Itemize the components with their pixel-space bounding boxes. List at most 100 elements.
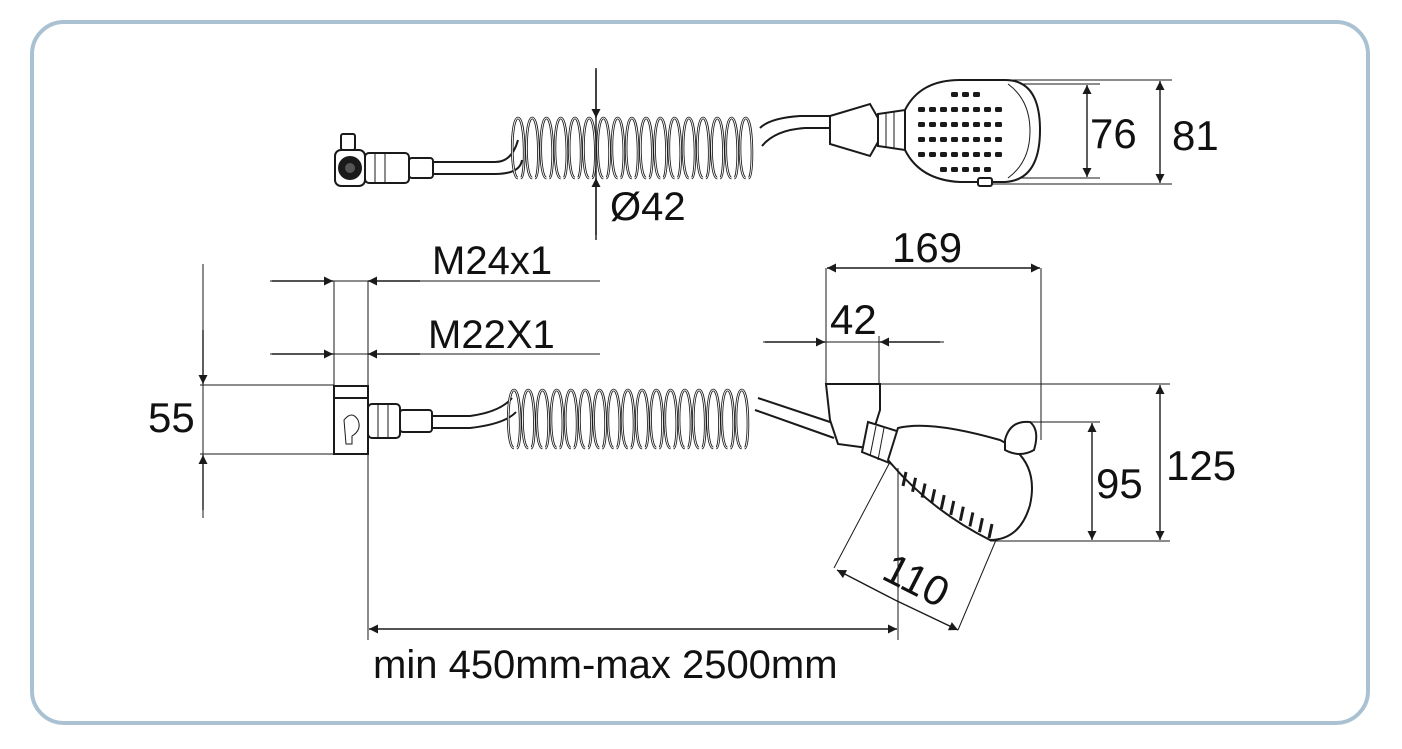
coil-loop-highlight xyxy=(650,389,663,449)
nozzle xyxy=(973,137,980,142)
coil-loop-highlight xyxy=(707,389,720,449)
nozzle xyxy=(995,107,1002,112)
coil-loop-highlight xyxy=(696,117,710,179)
nozzle xyxy=(962,167,969,172)
nozzle xyxy=(951,92,958,97)
nozzle xyxy=(962,152,969,157)
coil-loop-highlight xyxy=(522,389,535,449)
bottom-view: M24x1 M22X1 55 xyxy=(148,224,1236,687)
coil-loop-highlight xyxy=(554,117,568,179)
nozzle xyxy=(984,137,991,142)
nozzle xyxy=(973,167,980,172)
handle-width-label: 42 xyxy=(830,296,877,343)
coil-loop-highlight xyxy=(607,389,621,449)
nozzle xyxy=(920,483,927,498)
face-diameter-label: 110 xyxy=(876,544,957,616)
nozzle xyxy=(962,137,969,142)
coil-loop-highlight xyxy=(568,117,582,179)
elbow-height-label: 55 xyxy=(148,394,195,441)
head-width-label: 169 xyxy=(892,224,962,271)
nozzle xyxy=(995,152,1002,157)
inner-height-label: 76 xyxy=(1090,110,1137,157)
coil-loop-highlight xyxy=(526,117,539,179)
nozzle xyxy=(958,506,965,521)
thread-inner-label: M22X1 xyxy=(428,313,555,357)
coil-loop-highlight xyxy=(739,117,753,179)
coil-loop-highlight xyxy=(536,389,550,449)
total-height-label: 125 xyxy=(1166,442,1236,489)
coil-loop-highlight xyxy=(507,389,521,449)
nozzle xyxy=(939,494,946,510)
coil-loop-highlight xyxy=(668,117,682,179)
nozzle xyxy=(940,167,947,172)
coil-loop-highlight xyxy=(583,117,596,179)
nozzle xyxy=(984,107,991,112)
nozzle xyxy=(973,92,980,97)
nozzle xyxy=(984,122,991,127)
coil-loop-highlight xyxy=(597,117,611,179)
nozzle xyxy=(901,471,908,487)
coil-loop-highlight xyxy=(593,389,607,449)
nozzle xyxy=(995,137,1002,142)
top-view: Ø42 76 81 xyxy=(334,68,1219,240)
coil-loop-highlight xyxy=(511,117,525,179)
nozzle xyxy=(962,122,969,127)
coil-loop-highlight xyxy=(611,117,625,179)
diagram-frame xyxy=(30,20,1370,725)
nozzle xyxy=(984,167,991,172)
nozzle xyxy=(973,107,980,112)
nozzle xyxy=(918,107,925,112)
coiled-hose-icon xyxy=(511,116,754,180)
diameter-label: Ø42 xyxy=(610,185,686,229)
coil-loop-highlight xyxy=(621,389,635,449)
coil-loop-highlight xyxy=(654,117,667,179)
nozzle xyxy=(951,107,958,112)
nozzle xyxy=(977,517,984,533)
coil-loop-highlight xyxy=(635,389,649,449)
coil-loop-highlight xyxy=(735,389,749,449)
nozzle xyxy=(929,107,936,112)
coil-loop-highlight xyxy=(711,117,724,179)
coil-loop-highlight xyxy=(725,117,739,179)
outer-height-label: 81 xyxy=(1172,112,1219,159)
nozzle xyxy=(930,489,937,504)
nozzle xyxy=(968,512,975,527)
nozzle xyxy=(918,122,925,127)
nozzle xyxy=(962,92,969,97)
hand-shower-icon xyxy=(824,383,1038,542)
coil-loop-highlight xyxy=(564,389,578,449)
coil-loop-highlight xyxy=(579,389,592,449)
nozzle xyxy=(918,137,925,142)
hose-length-label: min 450mm-max 2500mm xyxy=(373,643,838,687)
nozzle xyxy=(929,152,936,157)
thread-outer-label: M24x1 xyxy=(432,239,552,283)
hand-shower-icon xyxy=(829,79,1042,187)
coil-loop-highlight xyxy=(639,117,653,179)
nozzle xyxy=(940,107,947,112)
coil-loop-highlight xyxy=(678,389,692,449)
nozzle xyxy=(987,523,994,539)
nozzle xyxy=(940,122,947,127)
nozzle xyxy=(984,152,991,157)
coil-loop-highlight xyxy=(721,389,735,449)
nozzle xyxy=(940,137,947,142)
nozzle xyxy=(911,477,918,493)
nozzle xyxy=(918,152,925,157)
coil-loop-highlight xyxy=(664,389,678,449)
nozzle xyxy=(929,137,936,142)
nozzle xyxy=(940,152,947,157)
coil-loop-highlight xyxy=(625,117,639,179)
nozzle xyxy=(995,122,1002,127)
nozzle xyxy=(973,122,980,127)
nozzle xyxy=(951,167,958,172)
nozzle xyxy=(962,107,969,112)
coiled-hose-icon xyxy=(507,388,750,450)
nozzle xyxy=(973,152,980,157)
coil-loop-highlight xyxy=(692,389,706,449)
coil-loop-highlight xyxy=(540,117,554,179)
coil-loop-highlight xyxy=(550,389,564,449)
nozzle xyxy=(951,137,958,142)
nozzle xyxy=(951,152,958,157)
elbow-connector-icon xyxy=(333,385,433,455)
